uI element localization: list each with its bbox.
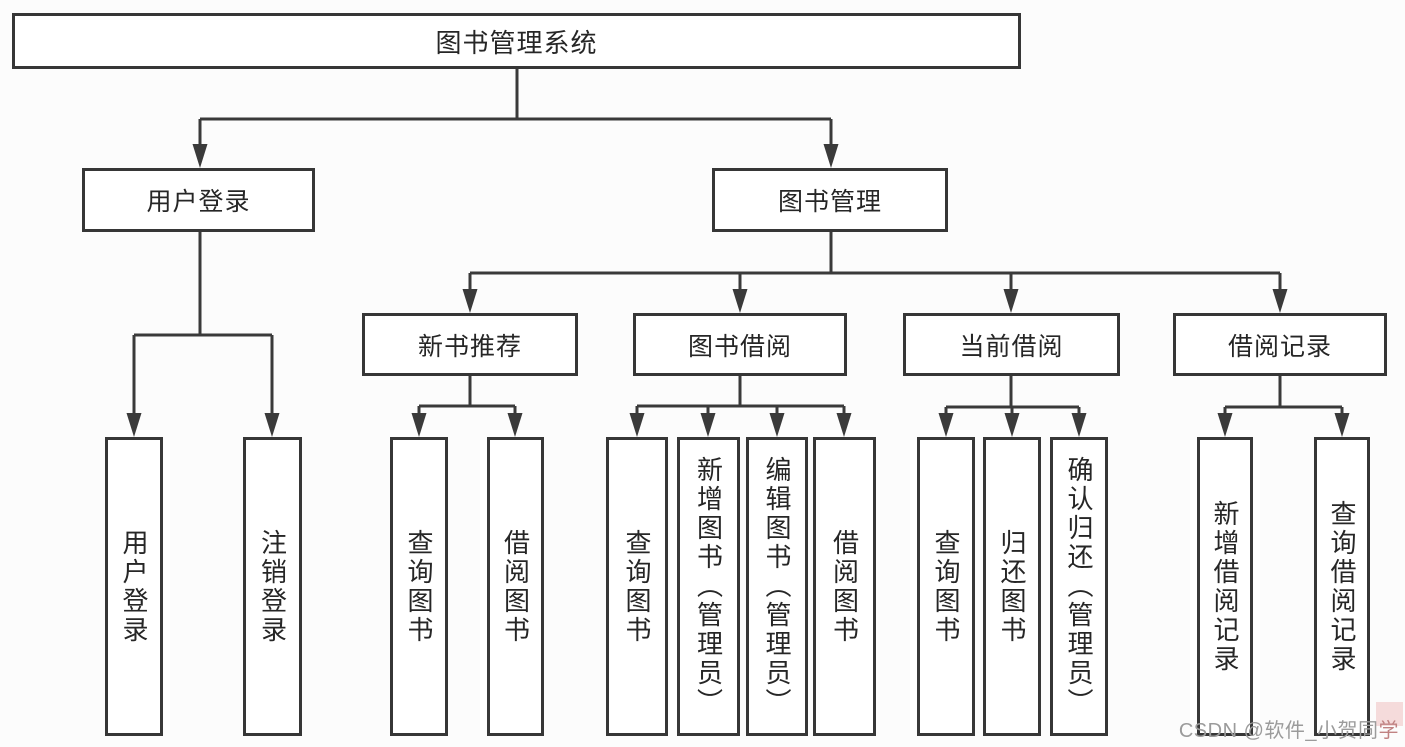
connector-user-login (132, 232, 274, 419)
leaf-current-return-books-label: 归还图书 (997, 528, 1027, 645)
connector-book-borrow (635, 376, 846, 421)
connector-root (198, 69, 833, 150)
node-root-label: 图书管理系统 (435, 27, 598, 58)
arrowhead (1334, 413, 1350, 437)
leaf-borrow-edit-books-admin-label: 编辑图书（管理员） (762, 456, 792, 717)
leaf-rec-borrow-books: 借阅图书 (487, 437, 544, 736)
arrowhead (1004, 413, 1020, 437)
watermark-text: CSDN @软件_小贺同 (1178, 720, 1379, 742)
leaf-current-confirm-return-admin: 确认归还（管理员） (1050, 437, 1108, 736)
leaf-user-login-label: 用户登录 (119, 528, 149, 645)
leaf-borrow-borrow-books-label: 借阅图书 (829, 528, 860, 645)
node-current-borrow-label: 当前借阅 (959, 332, 1064, 361)
arrowhead (192, 144, 208, 168)
leaf-records-query-record: 查询借阅记录 (1314, 437, 1370, 736)
leaf-records-add-record: 新增借阅记录 (1197, 437, 1253, 736)
leaf-borrow-add-books-admin-label: 新增图书（管理员） (693, 456, 724, 717)
leaf-borrow-borrow-books: 借阅图书 (813, 437, 876, 736)
leaf-current-query-books-label: 查询图书 (931, 528, 961, 645)
leaf-borrow-query-books-label: 查询图书 (622, 528, 652, 645)
leaf-current-confirm-return-admin-label: 确认归还（管理员） (1064, 456, 1094, 717)
node-book-mgmt-label: 图书管理 (777, 188, 882, 216)
node-current-borrow: 当前借阅 (903, 313, 1120, 376)
arrowhead (1217, 413, 1233, 437)
arrowhead (126, 413, 142, 437)
node-root: 图书管理系统 (12, 13, 1021, 69)
leaf-rec-borrow-books-label: 借阅图书 (500, 528, 531, 645)
node-new-book-rec-label: 新书推荐 (417, 332, 522, 361)
leaf-records-query-record-label: 查询借阅记录 (1327, 499, 1357, 674)
node-user-login-label: 用户登录 (146, 188, 251, 216)
arrowhead (732, 289, 748, 313)
connector-borrow-records (1223, 376, 1344, 421)
arrowhead (411, 413, 427, 437)
connector-book-mgmt (468, 232, 1282, 296)
watermark: CSDN @软件_小贺同学 (1179, 714, 1399, 743)
leaf-logout-label: 注销登录 (257, 528, 288, 645)
node-user-login: 用户登录 (82, 168, 315, 232)
arrowhead (938, 413, 954, 437)
arrowhead (264, 413, 280, 437)
arrowhead (700, 413, 716, 437)
arrowhead (836, 413, 852, 437)
leaf-current-query-books: 查询图书 (917, 437, 975, 736)
leaf-borrow-query-books: 查询图书 (606, 437, 668, 736)
watermark-accent: 学 (1378, 720, 1399, 742)
leaf-rec-query-books-label: 查询图书 (404, 528, 434, 645)
arrowhead (769, 413, 785, 437)
leaf-borrow-add-books-admin: 新增图书（管理员） (677, 437, 740, 736)
arrowhead (823, 144, 839, 168)
arrowhead (507, 413, 523, 437)
arrowheads (126, 144, 1350, 437)
leaf-user-login: 用户登录 (105, 437, 163, 736)
connector-new-book-rec (417, 376, 517, 421)
leaf-records-add-record-label: 新增借阅记录 (1210, 499, 1240, 674)
node-borrow-records-label: 借阅记录 (1227, 332, 1332, 361)
node-book-borrow: 图书借阅 (633, 313, 847, 376)
arrowhead (1272, 289, 1288, 313)
arrowhead (462, 289, 478, 313)
node-book-borrow-label: 图书借阅 (687, 332, 792, 361)
leaf-borrow-edit-books-admin: 编辑图书（管理员） (746, 437, 808, 736)
arrowhead (629, 413, 645, 437)
node-new-book-rec: 新书推荐 (362, 313, 578, 376)
node-borrow-records: 借阅记录 (1173, 313, 1387, 376)
leaf-rec-query-books: 查询图书 (390, 437, 448, 736)
watermark-badge (1376, 702, 1403, 726)
arrowhead (1071, 413, 1087, 437)
arrowhead (1003, 289, 1019, 313)
node-book-mgmt: 图书管理 (712, 168, 948, 232)
leaf-logout: 注销登录 (243, 437, 302, 736)
leaf-current-return-books: 归还图书 (983, 437, 1041, 736)
